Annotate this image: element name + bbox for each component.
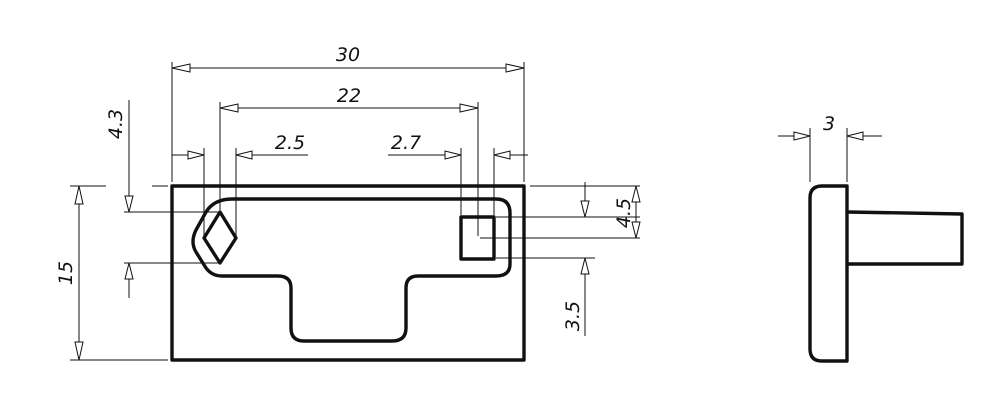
dimension-overall-width: 30 — [171, 44, 525, 73]
diamond-hole — [202, 210, 238, 265]
inner-slot-outline — [191, 197, 512, 343]
height-label: 15 — [55, 261, 77, 285]
side-peg-outline — [845, 210, 964, 266]
square-size-label: 4.5 — [613, 198, 635, 228]
extension-lines — [70, 62, 848, 361]
overall-width-label: 30 — [336, 44, 360, 66]
outer-plate-outline — [170, 184, 526, 362]
dimension-side-thickness: 3 — [778, 113, 882, 141]
dimension-square-offset: 2.7 — [388, 132, 528, 160]
square-offset-label: 2.7 — [391, 132, 421, 154]
dimension-inner-width: 22 — [219, 85, 479, 113]
side-thickness-label: 3 — [823, 113, 835, 135]
square-bottom-label: 3.5 — [562, 301, 584, 331]
side-plate-outline — [808, 184, 849, 363]
side-view — [808, 184, 964, 363]
inner-width-label: 22 — [337, 85, 361, 107]
dimension-diamond-size: 4.3 — [105, 100, 134, 298]
dimension-diamond-offset: 2.5 — [172, 132, 308, 160]
diamond-size-label: 4.3 — [105, 109, 127, 139]
dimension-square-size: 4.5 — [613, 185, 641, 239]
diamond-offset-label: 2.5 — [275, 132, 305, 154]
dimension-height: 15 — [55, 185, 84, 361]
front-view — [170, 184, 526, 362]
dimension-square-bottom: 3.5 — [562, 182, 590, 336]
